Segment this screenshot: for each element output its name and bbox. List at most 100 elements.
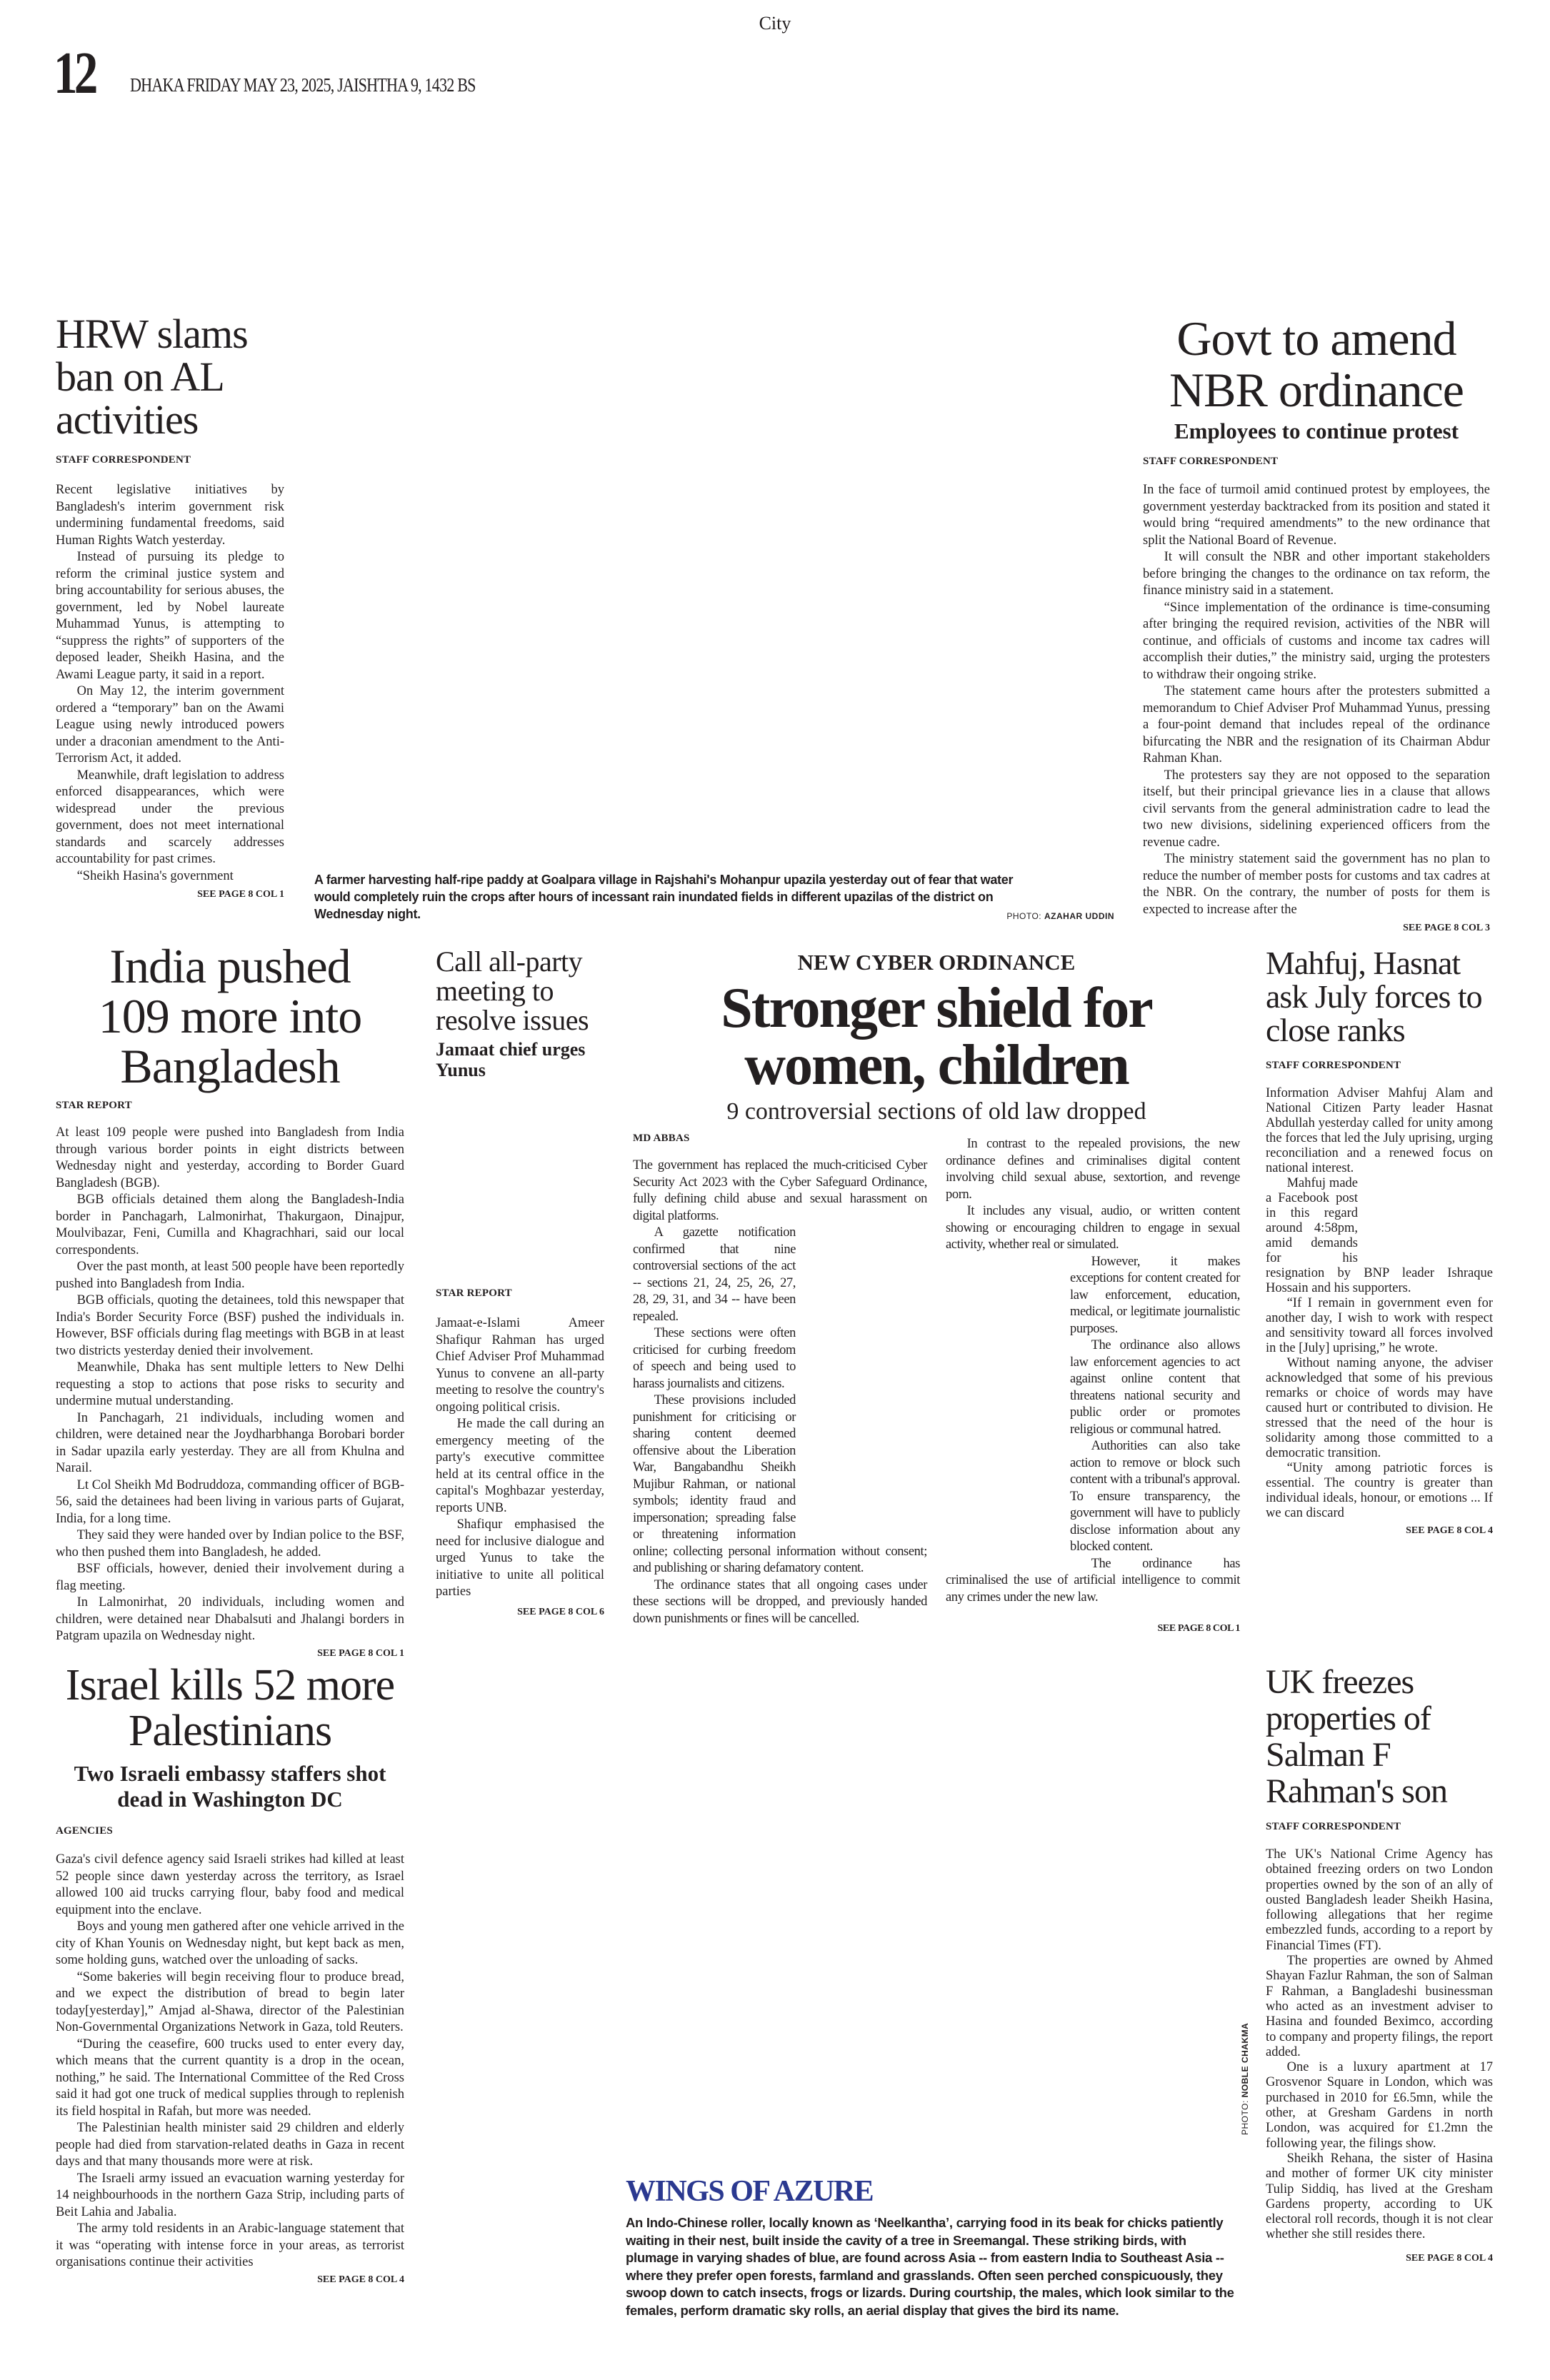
headline[interactable]: Mahfuj, Hasnat ask July forces to close …	[1266, 945, 1483, 1048]
photo-credit-name: NOBLE CHAKMA	[1240, 2022, 1250, 2098]
see-page-link[interactable]: SEE PAGE 8 COL 1	[197, 889, 284, 900]
page-number: 12	[54, 40, 98, 106]
photo-feature-wings: WINGS OF AZURE An Indo-Chinese roller, l…	[626, 2174, 1240, 2319]
article-mahfuj: Mahfuj, Hasnat ask July forces to close …	[1266, 946, 1493, 1537]
article-paragraph: Meanwhile, draft legislation to address …	[56, 768, 284, 867]
article-paragraph: “Some bakeries will begin receiving flou…	[56, 1969, 404, 2035]
headline[interactable]: Govt to amend NBR ordinance	[1169, 311, 1464, 417]
photo-credit-label: PHOTO:	[1240, 2100, 1250, 2135]
article-paragraph: “Sheikh Hasina's government	[76, 868, 234, 883]
see-page-link[interactable]: SEE PAGE 8 COL 4	[317, 2274, 404, 2285]
article-body: In the face of turmoil amid continued pr…	[1143, 482, 1490, 918]
byline: STAFF CORRESPONDENT	[56, 454, 191, 466]
article-india: India pushed 109 more into Bangladesh ST…	[56, 941, 404, 1660]
photo-farmer-harvesting	[307, 107, 1121, 864]
headline[interactable]: Call all-party meeting to resolve issues	[436, 945, 589, 1036]
article-paragraph: However, it makes exceptions for content…	[1070, 1254, 1240, 1336]
article-paragraph: In contrast to the repealed provisions, …	[946, 1137, 1240, 1202]
article-paragraph: Boys and young men gathered after one ve…	[56, 1919, 404, 1967]
see-page-link[interactable]: SEE PAGE 8 COL 4	[1406, 1525, 1493, 1536]
byline: MD ABBAS	[633, 1133, 690, 1144]
headline[interactable]: Stronger shield for women, children	[721, 977, 1153, 1097]
article-paragraph: In Panchagarh, 21 individuals, including…	[56, 1410, 404, 1476]
article-paragraph: These provisions included punishment for…	[633, 1393, 927, 1575]
subheadline: Two Israeli embassy staffers shot dead i…	[74, 1761, 386, 1812]
article-paragraph: Information Adviser Mahfuj Alam and Nati…	[1266, 1086, 1493, 1175]
article-paragraph: One is a luxury apartment at 17 Grosveno…	[1266, 2060, 1493, 2151]
kicker: NEW CYBER ORDINANCE	[797, 950, 1076, 975]
article-body: Gaza's civil defence agency said Israeli…	[56, 1852, 404, 2271]
headline[interactable]: Israel kills 52 more Palestinians	[65, 1661, 395, 1755]
inset-photo-space	[1368, 1176, 1493, 1266]
photo-caption: A farmer harvesting half-ripe paddy at G…	[314, 873, 1014, 921]
headline[interactable]: HRW slams ban on AL activities	[56, 311, 249, 443]
headline[interactable]: India pushed 109 more into Bangladesh	[98, 939, 363, 1093]
see-page-link[interactable]: SEE PAGE 8 COL 3	[1403, 923, 1490, 933]
article-paragraph: In Lalmonirhat, 20 individuals, includin…	[56, 1595, 404, 1643]
article-body: At least 109 people were pushed into Ban…	[56, 1125, 404, 1645]
byline: STAFF CORRESPONDENT	[1143, 456, 1279, 467]
article-paragraph: The protesters say they are not opposed …	[1143, 768, 1490, 850]
article-paragraph: The ordinance states that all ongoing ca…	[633, 1577, 927, 1626]
article-paragraph: Mahfuj made a Facebook post in this rega…	[1266, 1176, 1493, 1295]
article-paragraph: Recent legislative initiatives by Bangla…	[56, 483, 284, 548]
section-label: City	[759, 13, 791, 34]
article-paragraph: He made the call during an emergency mee…	[436, 1417, 604, 1515]
article-hrw: HRW slams ban on AL activities STAFF COR…	[56, 313, 284, 900]
byline: STAR REPORT	[56, 1100, 132, 1111]
dateline: DHAKA FRIDAY MAY 23, 2025, JAISHTHA 9, 1…	[130, 74, 476, 96]
subheadline: Jamaat chief urges Yunus	[436, 1039, 586, 1080]
byline: STAFF CORRESPONDENT	[1266, 1821, 1401, 1832]
article-paragraph: These sections were often criticised for…	[633, 1326, 796, 1391]
article-paragraph: Instead of pursuing its pledge to reform…	[56, 550, 284, 682]
article-paragraph: On May 12, the interim government ordere…	[56, 684, 284, 765]
article-paragraph: Jamaat-e-Islami Ameer Shafiqur Rahman ha…	[436, 1316, 604, 1415]
article-body: Information Adviser Mahfuj Alam and Nati…	[1266, 1086, 1493, 1521]
photo-caption-block: A farmer harvesting half-ripe paddy at G…	[314, 871, 1114, 923]
photo-credit-name: AZAHAR UDDIN	[1044, 911, 1114, 921]
article-paragraph: It will consult the NBR and other import…	[1143, 550, 1490, 598]
article-paragraph: “Unity among patriotic forces is essenti…	[1266, 1461, 1493, 1520]
article-nbr: Govt to amend NBR ordinance Employees to…	[1143, 313, 1490, 934]
photo-caption: An Indo-Chinese roller, locally known as…	[626, 2215, 1234, 2318]
article-body: The UK's National Crime Agency has obtai…	[1266, 1847, 1493, 2243]
article-paragraph: Without naming anyone, the adviser ackno…	[1266, 1356, 1493, 1460]
article-cyber: NEW CYBER ORDINANCE Stronger shield for …	[633, 950, 1240, 1637]
article-paragraph: The government has replaced the much-cri…	[633, 1158, 927, 1223]
see-page-link[interactable]: SEE PAGE 8 COL 1	[1157, 1623, 1241, 1634]
see-page-link[interactable]: SEE PAGE 8 COL 1	[317, 1647, 404, 1659]
byline: STAFF CORRESPONDENT	[1266, 1060, 1401, 1071]
article-paragraph: The Palestinian health minister said 29 …	[56, 2121, 404, 2169]
subheadline: 9 controversial sections of old law drop…	[726, 1098, 1146, 1125]
article-paragraph: BGB officials detained them along the Ba…	[56, 1192, 404, 1257]
see-page-link[interactable]: SEE PAGE 8 COL 6	[517, 1606, 604, 1617]
feature-title: WINGS OF AZURE	[626, 2175, 874, 2208]
article-uk: UK freezes properties of Salman F Rahman…	[1266, 1664, 1493, 2264]
byline: STAR REPORT	[436, 1287, 512, 1299]
photo-credit-label: PHOTO:	[1006, 911, 1042, 921]
article-paragraph: The ordinance has criminalised the use o…	[946, 1556, 1240, 1605]
article-paragraph: Lt Col Sheikh Md Bodruddoza, commanding …	[56, 1477, 404, 1526]
article-paragraph: Over the past month, at least 500 people…	[56, 1260, 404, 1291]
inset-photo-space	[946, 1254, 1060, 1557]
see-page-link[interactable]: SEE PAGE 8 COL 4	[1406, 2252, 1493, 2264]
article-paragraph: Meanwhile, Dhaka has sent multiple lette…	[56, 1360, 404, 1408]
article-paragraph: The ministry statement said the governme…	[1143, 852, 1490, 917]
photo-credit: PHOTO: AZAHAR UDDIN	[1006, 911, 1114, 921]
article-paragraph: “If I remain in government even for anot…	[1266, 1296, 1493, 1355]
article-column-right: In contrast to the repealed provisions, …	[946, 1136, 1240, 1637]
article-paragraph: Gaza's civil defence agency said Israeli…	[56, 1852, 404, 1917]
article-paragraph: “During the ceasefire, 600 trucks used t…	[56, 2037, 404, 2119]
headline[interactable]: UK freezes properties of Salman F Rahman…	[1266, 1663, 1448, 1810]
byline: AGENCIES	[56, 1825, 113, 1837]
article-paragraph: The UK's National Crime Agency has obtai…	[1266, 1847, 1493, 1953]
article-paragraph: Authorities can also take action to remo…	[1070, 1439, 1240, 1554]
article-paragraph: BSF officials, however, denied their inv…	[56, 1562, 404, 1593]
article-column-left: The government has replaced the much-cri…	[633, 1158, 927, 1637]
article-paragraph: The army told residents in an Arabic-lan…	[56, 2221, 404, 2269]
article-israel: Israel kills 52 more Palestinians Two Is…	[56, 1662, 404, 2286]
article-paragraph: In the face of turmoil amid continued pr…	[1143, 483, 1490, 548]
article-paragraph: It includes any visual, audio, or writte…	[946, 1204, 1240, 1252]
article-paragraph: The properties are owned by Ahmed Shayan…	[1266, 1954, 1494, 2059]
article-paragraph: Sheikh Rehana, the sister of Hasina and …	[1266, 2151, 1493, 2242]
